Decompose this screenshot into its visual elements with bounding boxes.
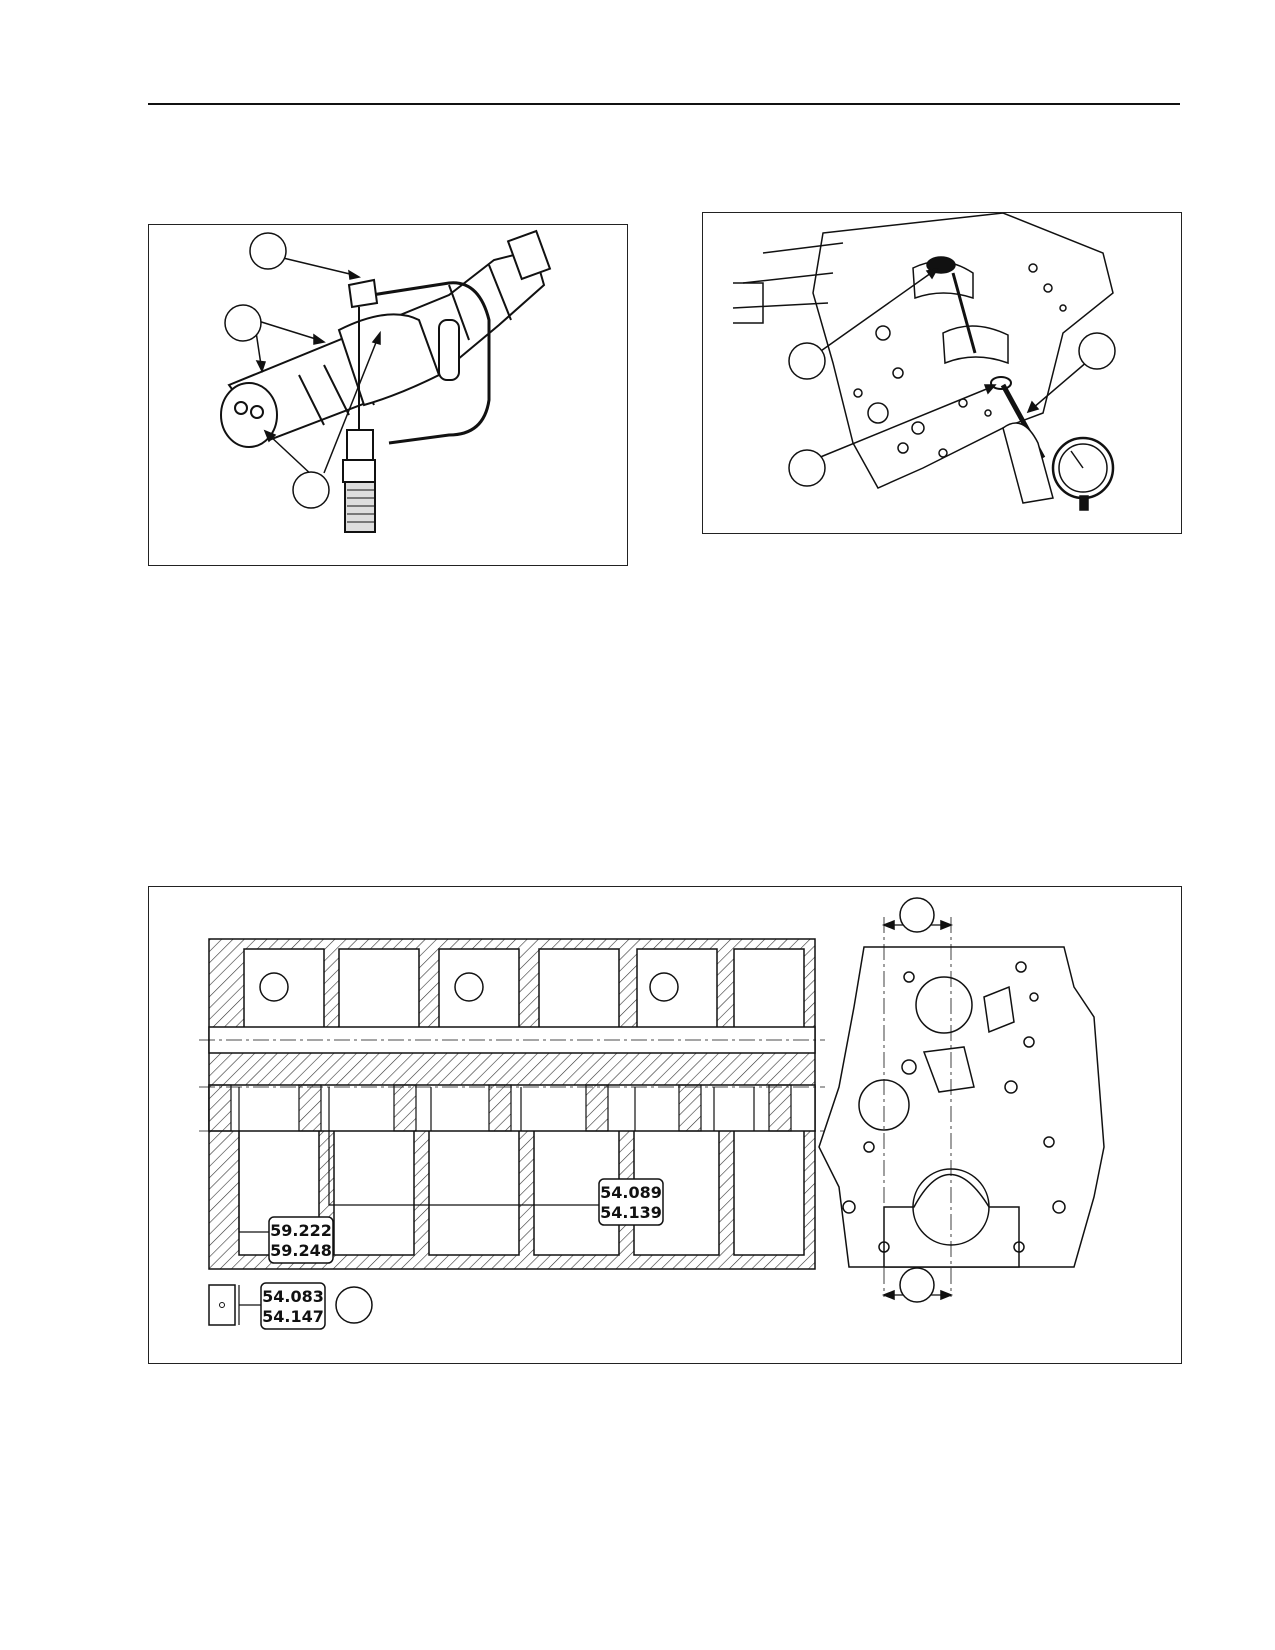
callout-circle [899,1267,935,1303]
dimension-value: 59.222 [270,1221,332,1240]
block-end-view [818,917,1105,1301]
camshaft-illustration [220,229,552,533]
callout-circle [899,897,935,933]
bushing-detail: 54.083 54.147 [208,1282,373,1330]
figure-block-section: 59.222 59.248 54.089 54.139 54.083 54.14… [148,886,1182,1364]
callout-circle [1078,332,1116,370]
callout-circle [224,304,262,342]
figure-camshaft-micrometer [148,224,628,566]
callout-circle [249,232,287,270]
dimension-value: 54.147 [262,1307,324,1326]
dimension-value: 59.248 [270,1241,332,1260]
block-section-drawing: 59.222 59.248 54.089 54.139 54.083 54.14… [199,897,1105,1330]
longitudinal-section: 59.222 59.248 54.089 54.139 [199,938,825,1270]
callout-circle [788,342,826,380]
callout-circle [292,471,330,509]
engine-block-illustration [732,213,1116,511]
dimension-box-59 [268,1216,334,1264]
callout-circle [335,1286,373,1324]
dimension-box-bushing [260,1282,326,1330]
header-rule [148,103,1180,105]
dimension-box-54-intermediate [598,1178,664,1226]
figure-bore-gauge [702,212,1182,534]
dimension-value: 54.139 [600,1203,662,1222]
dimension-value: 54.083 [262,1287,324,1306]
callout-circle [788,449,826,487]
dimension-value: 54.089 [600,1183,662,1202]
